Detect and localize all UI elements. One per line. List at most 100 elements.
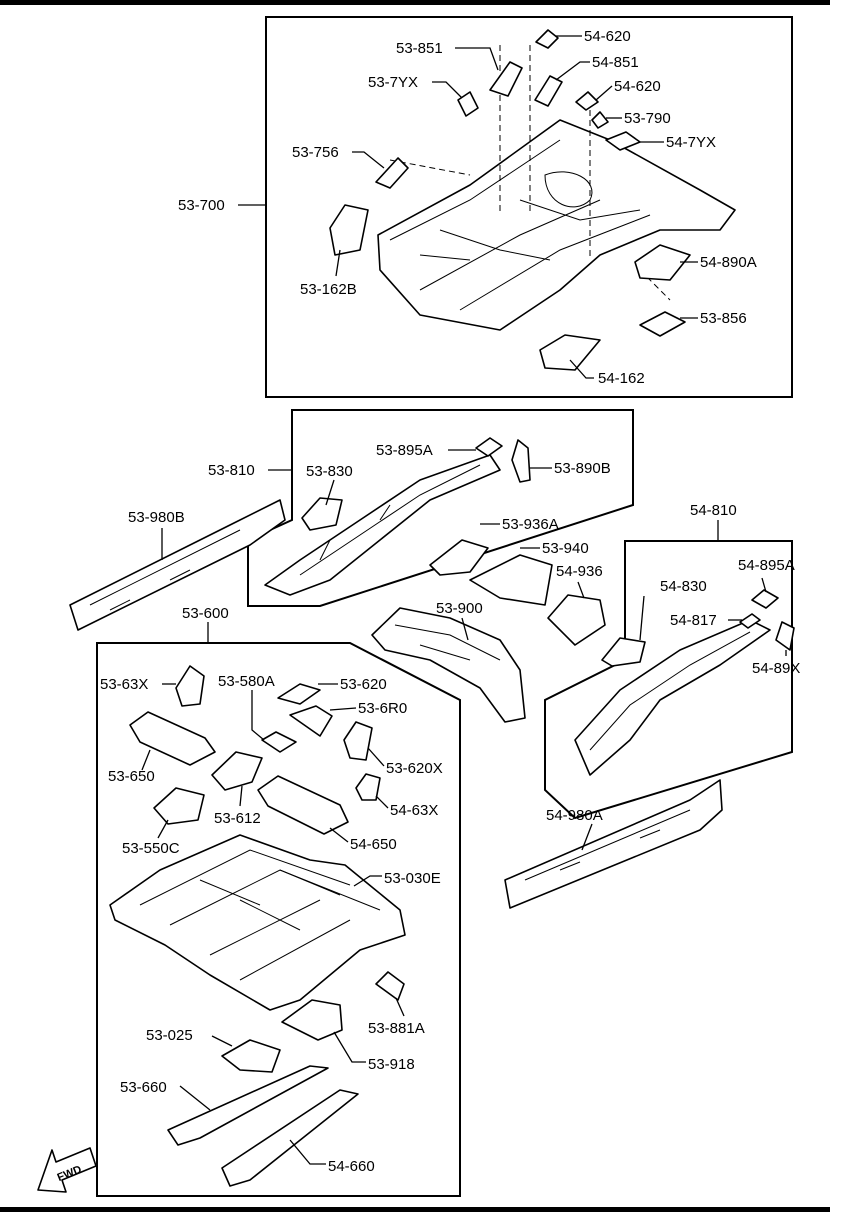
label-53-162b: 53-162B [300, 281, 357, 298]
part-53-620-shape [277, 683, 321, 705]
label-53-790: 53-790 [624, 110, 671, 127]
leader-53-650 [141, 749, 151, 771]
part-54-851-shape [534, 75, 563, 107]
label-54-810: 54-810 [690, 502, 737, 519]
leader-53-7yx [432, 81, 463, 99]
part-53-851-shape [489, 61, 523, 97]
part-53-881a-shape [375, 971, 405, 1001]
label-54-650: 54-650 [350, 836, 397, 853]
label-53-6r0: 53-6R0 [358, 700, 407, 717]
front-floor-group-box [96, 642, 461, 1197]
part-53-550c-shape [153, 787, 205, 825]
label-54-162: 54-162 [598, 370, 645, 387]
leader-54-851 [555, 61, 590, 81]
leader-53-025 [211, 1035, 233, 1047]
part-53-162b-shape [329, 204, 369, 256]
leader-54-620-mid [595, 85, 613, 101]
leader-53-851 [455, 47, 499, 71]
part-53-980b-shape [69, 499, 286, 631]
leader-53-830 [325, 479, 335, 506]
label-53-550c: 53-550C [122, 840, 180, 857]
label-54-936: 54-936 [556, 563, 603, 580]
leader-53-918 [333, 1031, 366, 1063]
label-53-810: 53-810 [208, 462, 255, 479]
label-54-63x: 54-63X [390, 802, 438, 819]
label-54-660: 54-660 [328, 1158, 375, 1175]
rear-floor-pan-illustration [377, 45, 736, 331]
leader-53-162b [335, 249, 341, 277]
part-54-89x-shape [775, 621, 795, 651]
label-53-756: 53-756 [292, 144, 339, 161]
part-54-890a-shape [634, 244, 691, 281]
leader-54-895a [761, 577, 767, 593]
part-53-620x-shape [343, 721, 373, 761]
label-53-620: 53-620 [340, 676, 387, 693]
label-53-650: 53-650 [108, 768, 155, 785]
label-53-580a: 53-580A [218, 673, 275, 690]
part-54-895a-shape [751, 589, 779, 609]
label-54-895a: 54-895A [738, 557, 795, 574]
part-53-025-shape [221, 1039, 281, 1073]
label-53-851: 53-851 [396, 40, 443, 57]
rh-frame-group-box [247, 409, 634, 607]
part-54-936-shape [547, 594, 606, 646]
label-53-620x: 53-620X [386, 760, 443, 777]
part-53-756-shape [375, 157, 409, 189]
part-53-830-shape [301, 497, 343, 531]
label-54-851: 54-851 [592, 54, 639, 71]
label-53-830: 53-830 [306, 463, 353, 480]
leader-54-650 [329, 827, 349, 843]
label-54-830: 54-830 [660, 578, 707, 595]
part-53-918-shape [281, 999, 343, 1041]
part-54-620-mid-shape [575, 91, 599, 111]
label-53-63x: 53-63X [100, 676, 148, 693]
leader-53-580a [251, 690, 265, 741]
part-53-856-shape [639, 311, 686, 337]
leader-54-63x [375, 795, 389, 809]
leader-53-881a [395, 997, 405, 1017]
label-54-890a: 54-890A [700, 254, 757, 271]
label-54-7yx: 54-7YX [666, 134, 716, 151]
part-54-830-shape [601, 637, 646, 667]
part-53-810-frame-shape [264, 454, 501, 596]
leader-54-936 [577, 581, 585, 599]
part-53-660-shape [167, 1065, 329, 1146]
leader-53-756 [352, 151, 385, 169]
part-54-63x-shape [355, 773, 381, 801]
label-53-600: 53-600 [182, 605, 229, 622]
leader-53-900 [461, 617, 469, 641]
label-54-620-top: 54-620 [584, 28, 631, 45]
part-53-650-shape [129, 711, 216, 766]
label-53-700: 53-700 [178, 197, 225, 214]
part-54-620-top-shape [535, 29, 559, 49]
leader-54-830 [639, 595, 645, 641]
label-53-918: 53-918 [368, 1056, 415, 1073]
label-53-7yx: 53-7YX [368, 74, 418, 91]
leader-53-612 [239, 785, 243, 807]
label-53-612: 53-612 [214, 810, 261, 827]
label-53-980b: 53-980B [128, 509, 185, 526]
label-54-980a: 54-980A [546, 807, 603, 824]
leader-53-660 [179, 1085, 211, 1111]
leader-54-660 [289, 1139, 326, 1165]
part-53-7yx-shape [457, 91, 479, 117]
label-53-936a: 53-936A [502, 516, 559, 533]
label-53-890b: 53-890B [554, 460, 611, 477]
part-54-817-shape [739, 613, 761, 629]
part-53-890b-shape [511, 439, 531, 483]
part-53-030e-shape [109, 834, 406, 1011]
label-54-620-mid: 54-620 [614, 78, 661, 95]
label-53-030e: 53-030E [384, 870, 441, 887]
leader-53-030e [353, 875, 382, 887]
part-53-900-shape [371, 607, 526, 723]
part-54-162-shape [539, 334, 601, 371]
label-53-895a: 53-895A [376, 442, 433, 459]
fwd-arrow-icon [37, 1147, 97, 1193]
leader-53-6r0 [329, 707, 357, 711]
part-53-63x-shape [175, 665, 205, 707]
label-53-900: 53-900 [436, 600, 483, 617]
part-54-810-frame-shape [574, 619, 771, 776]
leader-53-550c [157, 819, 169, 839]
part-53-6r0-shape [289, 705, 333, 737]
